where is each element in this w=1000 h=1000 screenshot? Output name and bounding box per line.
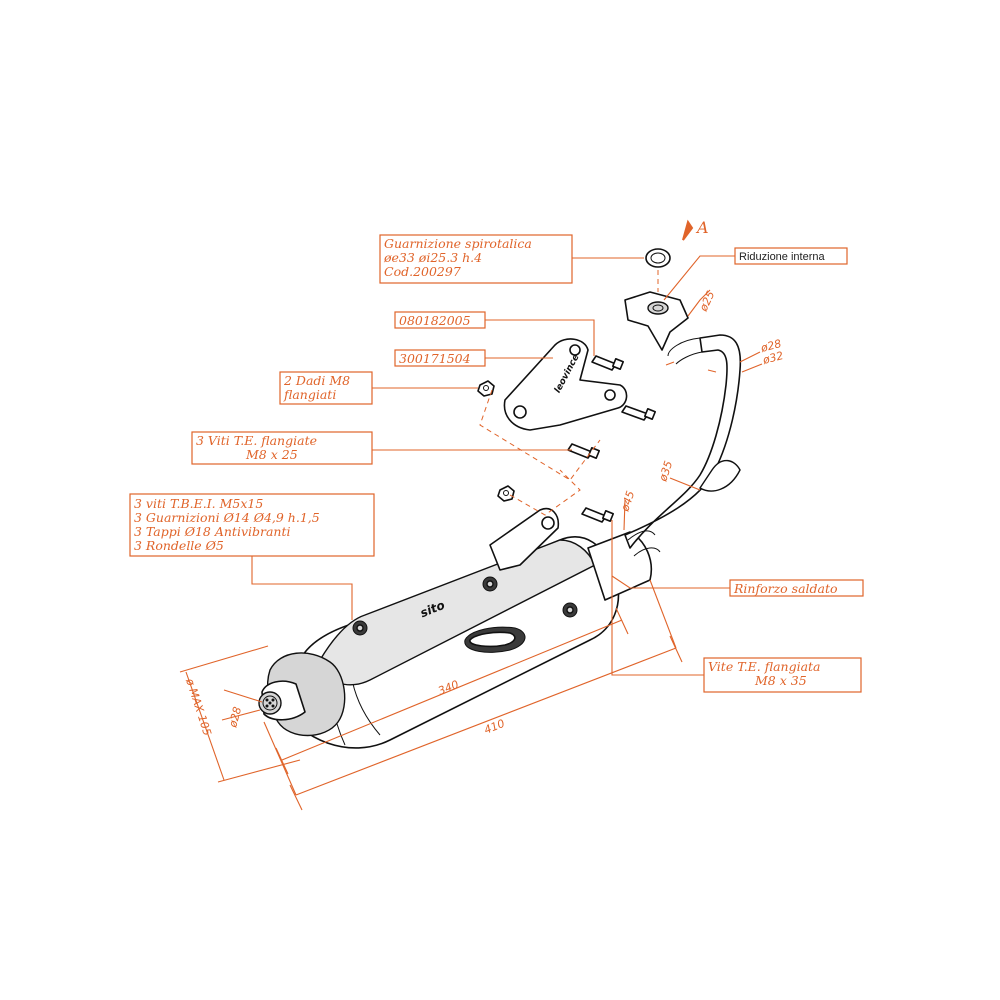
svg-text:øe33 øi25.3 h.4: øe33 øi25.3 h.4 (383, 250, 482, 265)
dim-d25: ø25 (697, 289, 718, 314)
view-arrow (682, 219, 694, 241)
label-kit: 3 viti T.B.E.I. M5x15 3 Guarnizioni Ø14 … (129, 493, 375, 620)
dim-d32: ø32 (760, 349, 784, 367)
dim-d45: ø45 (618, 489, 637, 514)
svg-text:300171504: 300171504 (399, 351, 471, 366)
svg-text:Vite T.E. flangiata: Vite T.E. flangiata (708, 659, 821, 674)
svg-text:3 Guarnizioni Ø14 Ø4,9 h.1,5: 3 Guarnizioni Ø14 Ø4,9 h.1,5 (134, 510, 320, 525)
nut-2 (497, 485, 515, 502)
dim-line-410 (295, 647, 677, 796)
svg-text:3 Rondelle Ø5: 3 Rondelle Ø5 (134, 538, 224, 553)
svg-text:M8 x 35: M8 x 35 (754, 673, 807, 688)
bolt-4 (581, 507, 615, 523)
svg-text:3 Tappi Ø18 Antivibranti: 3 Tappi Ø18 Antivibranti (134, 524, 291, 539)
muffler (258, 508, 652, 749)
svg-text:080182005: 080182005 (399, 313, 471, 328)
label-code-300171504: 300171504 (394, 349, 553, 367)
svg-text:Rinforzo saldato: Rinforzo saldato (733, 581, 838, 596)
bolt-2 (621, 405, 657, 421)
svg-text:2 Dadi M8: 2 Dadi M8 (283, 373, 350, 388)
svg-text:3 Viti T.E. flangiate: 3 Viti T.E. flangiate (196, 433, 317, 448)
dim-line-340 (281, 619, 623, 761)
assembly-line-2 (509, 469, 581, 516)
dim-d28-outlet: ø28 (226, 705, 244, 729)
label-vite: Vite T.E. flangiata M8 x 35 (611, 520, 862, 693)
label-dadi: 2 Dadi M8 flangiati (279, 371, 478, 405)
svg-text:Cod.200297: Cod.200297 (384, 264, 461, 279)
header-pipe (624, 334, 742, 557)
svg-text:Riduzione interna: Riduzione interna (739, 251, 825, 263)
label-rinforzo: Rinforzo saldato (611, 575, 864, 597)
bolt-1 (591, 355, 625, 371)
label-riduzione: Riduzione interna (663, 247, 848, 301)
dim-line-max105 (185, 671, 225, 781)
dim-d28: ø28 (758, 337, 782, 355)
label-viti: 3 Viti T.E. flangiate M8 x 25 (191, 431, 572, 465)
svg-text:flangiati: flangiati (283, 387, 336, 402)
dim-max105: ø MAX 105 (183, 676, 214, 737)
gasket-ring (645, 248, 671, 268)
bolt-3 (567, 443, 601, 460)
svg-text:M8 x 25: M8 x 25 (245, 447, 298, 462)
nut-1 (477, 380, 495, 397)
label-code-080182005: 080182005 (394, 311, 595, 356)
view-mark: A (695, 218, 709, 237)
assembly-line-1 (479, 389, 601, 481)
svg-text:Guarnizione spirotalica: Guarnizione spirotalica (384, 236, 532, 251)
dim-410: 410 (482, 717, 506, 737)
label-gasket: Guarnizione spirotalica øe33 øi25.3 h.4 … (379, 234, 644, 284)
support-bracket: leovince (503, 338, 628, 431)
dim-d35: ø35 (656, 459, 675, 484)
exhaust-flange (624, 291, 689, 351)
svg-text:3 viti T.B.E.I. M5x15: 3 viti T.B.E.I. M5x15 (134, 496, 263, 511)
